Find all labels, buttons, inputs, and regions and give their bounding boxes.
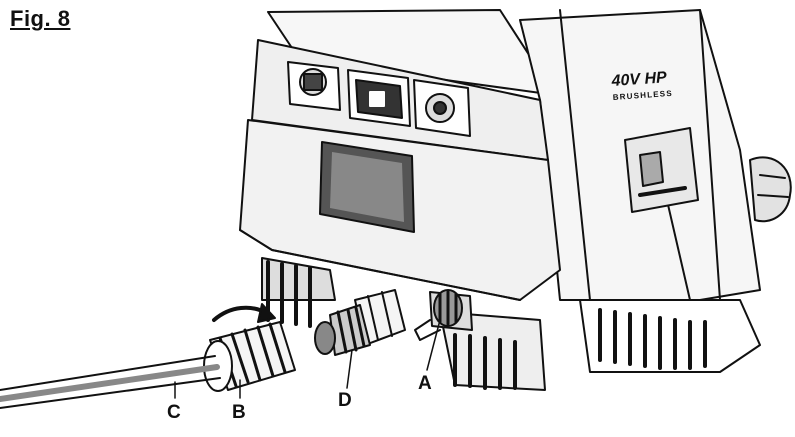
badge-top-text: 40V HP [610,69,668,90]
callout-c: C [167,402,181,423]
center-power-switch [347,69,411,127]
control-panel [287,61,471,137]
leader-d [346,349,353,389]
right-switch [413,79,471,137]
leader-lines [174,319,441,399]
rotation-arrow [212,303,276,323]
cooling-fins-left [261,257,546,391]
badge-bottom-text: BRUSHLESS [612,89,673,102]
battery-latch [624,127,699,213]
connector-d [314,289,406,356]
cooling-fins-right [579,299,761,373]
callout-a: A [418,373,432,394]
figure-title: Fig. 8 [10,6,71,31]
callout-d: D [338,390,352,411]
hose-c [0,355,221,409]
product-badge: 40V HP BRUSHLESS [610,69,673,102]
coupling-nut-b [203,321,296,392]
left-switch [287,61,341,111]
leader-a [426,319,441,371]
callout-b: B [232,402,246,423]
